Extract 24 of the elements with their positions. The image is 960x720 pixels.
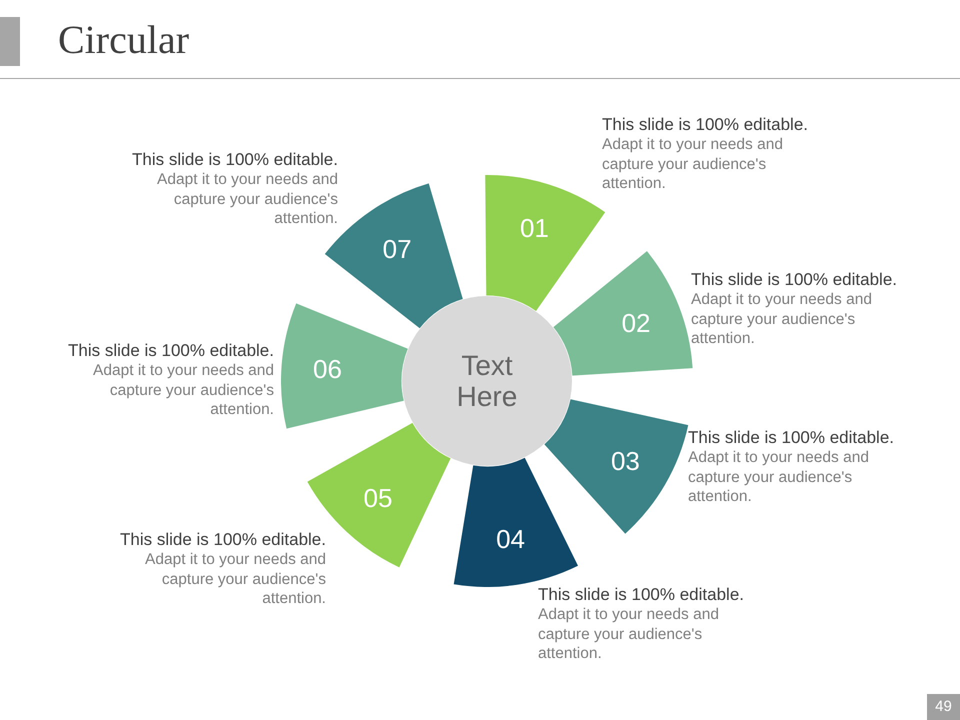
heading-text: This slide is 100% editable. [691,270,898,290]
step-number: 01 [520,213,549,244]
heading-text: This slide is 100% editable. [132,150,338,170]
body-text: Adapt it to your needs and capture your audience's attention. [538,605,720,664]
step-number: 05 [364,483,392,514]
step-number: 03 [610,446,640,476]
page-number: 49 [927,694,960,720]
heading-text: This slide is 100% editable. [120,530,326,550]
slide-title: Circular [58,17,190,63]
step-number: 07 [382,234,412,264]
body-text: Adapt it to your needs and capture your audience's attention. [602,135,784,194]
heading-text: This slide is 100% editable. [602,115,808,135]
body-text: Adapt it to your needs and capture your audience's attention. [92,361,274,420]
body-text: Adapt it to your needs and capture your audience's attention. [688,448,870,506]
heading-text: This slide is 100% editable. [538,585,744,605]
step-number: 02 [622,308,650,338]
heading-text: This slide is 100% editable. [68,341,274,361]
step-number: 04 [496,524,525,554]
body-text: Adapt it to your needs and capture your audience's attention. [144,550,326,608]
body-text: Adapt it to your needs and capture your audience's attention. [691,290,873,348]
center-label: Text Here [456,350,518,412]
step-number: 06 [313,354,342,384]
heading-text: This slide is 100% editable. [688,428,894,448]
body-text: Adapt it to your needs and capture your audience's attention. [156,170,338,228]
